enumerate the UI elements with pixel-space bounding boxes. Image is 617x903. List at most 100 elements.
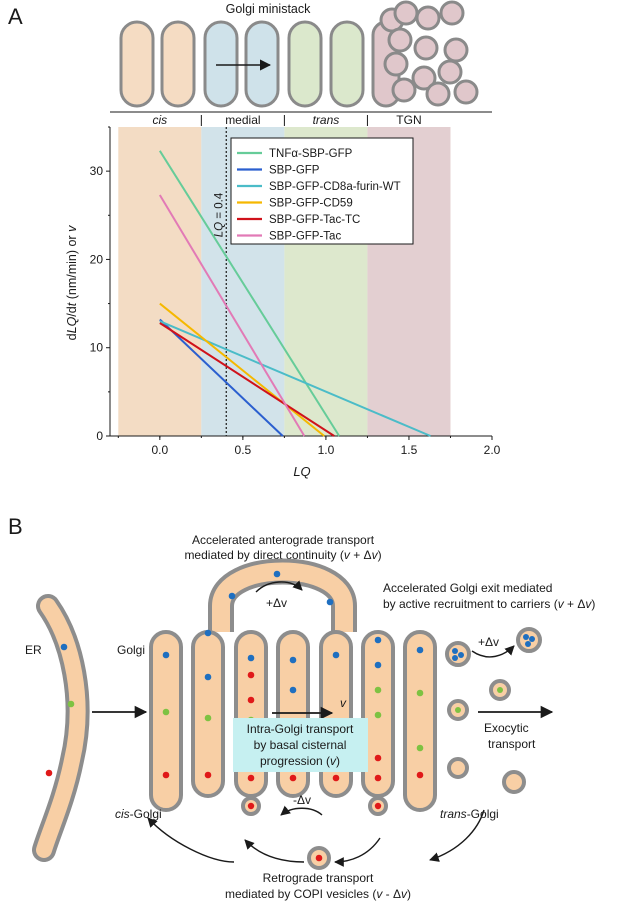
legend-label: SBP-GFP-Tac-TC xyxy=(269,214,360,226)
x-tick-label: 1.5 xyxy=(401,443,418,457)
cargo-dot xyxy=(204,629,212,637)
compartment-label-medial: medial xyxy=(225,113,260,127)
cargo-dot xyxy=(452,655,458,661)
x-tick-label: 2.0 xyxy=(484,443,501,457)
minus-dv-label: -Δv xyxy=(293,793,311,807)
cis-golgi-label: cis-Golgi xyxy=(115,807,162,821)
cisterna xyxy=(119,20,155,108)
exit-plus-dv-label: +Δv xyxy=(478,635,499,649)
carrier-vesicle xyxy=(447,757,469,779)
compartment-label-tgn: TGN xyxy=(396,113,421,127)
er-tubule-fill xyxy=(36,598,86,858)
y-tick-label: 30 xyxy=(90,164,104,178)
x-axis-title: LQ xyxy=(293,464,310,479)
legend-box xyxy=(230,137,414,245)
legend-label: SBP-GFP-CD8a-furin-WT xyxy=(269,181,401,193)
tgn-vesicle xyxy=(387,27,413,53)
cargo-dot xyxy=(416,689,424,697)
cisterna xyxy=(160,20,196,108)
arch-cargo-dot xyxy=(326,598,334,606)
carrier-vesicle xyxy=(502,770,526,794)
er-cargo-dot xyxy=(67,700,75,708)
cargo-dot xyxy=(204,714,212,722)
panel-b: B Accelerated anterograde transport medi… xyxy=(8,514,595,901)
series-line xyxy=(159,318,284,437)
cargo-dot xyxy=(162,651,170,659)
carrier-vesicle xyxy=(516,627,542,653)
cargo-dot xyxy=(162,771,170,779)
cargo-dot xyxy=(523,634,529,640)
exit-caption-line1: Accelerated Golgi exit mediated xyxy=(383,581,552,595)
tgn-vesicle xyxy=(439,0,465,26)
cargo-dot xyxy=(332,651,340,659)
x-tick-label: 0.5 xyxy=(235,443,252,457)
retro-arrow-left xyxy=(244,839,305,863)
cargo-dot xyxy=(416,771,424,779)
copi-vesicles xyxy=(307,846,331,870)
legend-label: SBP-GFP xyxy=(269,165,320,177)
cargo-dot xyxy=(374,711,382,719)
y-tick-label: 0 xyxy=(96,429,103,443)
legend-label: TNFα-SBP-GFP xyxy=(269,148,353,160)
intra-golgi-line2: by basal cisternal xyxy=(254,738,347,752)
cargo-dot xyxy=(374,686,382,694)
compartment-label-trans: trans xyxy=(313,113,340,127)
golgi-cisterna xyxy=(191,630,225,798)
er-cargo-dot xyxy=(45,769,53,777)
golgi-cisterna xyxy=(149,630,183,812)
series-line xyxy=(159,322,335,437)
v-label: v xyxy=(340,696,347,710)
legend-label: SBP-GFP-Tac xyxy=(269,231,341,243)
exocytic-line2: transport xyxy=(488,737,536,751)
golgi-label: Golgi xyxy=(117,643,145,657)
golgi-cisterna xyxy=(403,630,437,812)
cargo-dot xyxy=(452,648,458,654)
trans-golgi-arrow xyxy=(429,809,485,862)
cargo-dot xyxy=(374,636,382,644)
tgn-vesicle xyxy=(425,81,451,107)
cargo-dot xyxy=(162,708,170,716)
intra-golgi-line3: progression (v) xyxy=(260,754,340,768)
arch-cargo-dot xyxy=(273,570,281,578)
cargo-dot xyxy=(247,774,255,782)
trans-golgi-label: trans-Golgi xyxy=(440,807,499,821)
golgi-ministack xyxy=(119,20,365,108)
cargo-dot xyxy=(332,774,340,782)
exit-caption-line2: by active recruitment to carriers (v + Δ… xyxy=(383,597,595,611)
series-line xyxy=(159,302,325,437)
cisterna xyxy=(287,20,323,108)
continuity-arch-fill xyxy=(212,562,353,632)
cargo-dot xyxy=(455,707,461,713)
arch-cargo-dot xyxy=(228,592,236,600)
exit-vesicles xyxy=(445,627,542,794)
cargo-dot-red xyxy=(374,802,382,810)
er-label: ER xyxy=(25,643,42,657)
ministack-title: Golgi ministack xyxy=(226,2,311,16)
tgn-vesicle xyxy=(443,37,469,63)
anterograde-caption-line2: mediated by direct continuity (v + Δv) xyxy=(184,548,381,562)
cis-golgi-arrow xyxy=(147,817,235,863)
er-cargo-dot xyxy=(60,643,68,651)
cargo-dot xyxy=(416,646,424,654)
exit-plus-dv-arrow xyxy=(471,645,515,658)
cargo-dot xyxy=(289,656,297,664)
minus-dv-arrow xyxy=(280,805,323,816)
retro-caption-line1: Retrograde transport xyxy=(263,871,374,885)
series-line xyxy=(158,194,306,437)
cargo-dot xyxy=(458,652,464,658)
tgn-vesicle xyxy=(415,5,441,31)
cargo-dot xyxy=(289,686,297,694)
cargo-dot xyxy=(374,754,382,762)
tgn-vesicle xyxy=(413,35,439,61)
arch-cargo-dots xyxy=(228,570,334,606)
y-axis-title: dLQ/dt (nm/min) or v xyxy=(65,225,79,340)
anterograde-caption-line1: Accelerated anterograde transport xyxy=(192,533,375,547)
legend-label: SBP-GFP-CD59 xyxy=(269,198,353,210)
cisterna xyxy=(244,20,280,108)
y-tick-label: 10 xyxy=(90,341,104,355)
cargo-dot xyxy=(416,744,424,752)
panel-a-label: A xyxy=(8,4,23,29)
cargo-dot xyxy=(247,696,255,704)
retro-caption-line2: mediated by COPI vesicles (v - Δv) xyxy=(225,887,411,901)
